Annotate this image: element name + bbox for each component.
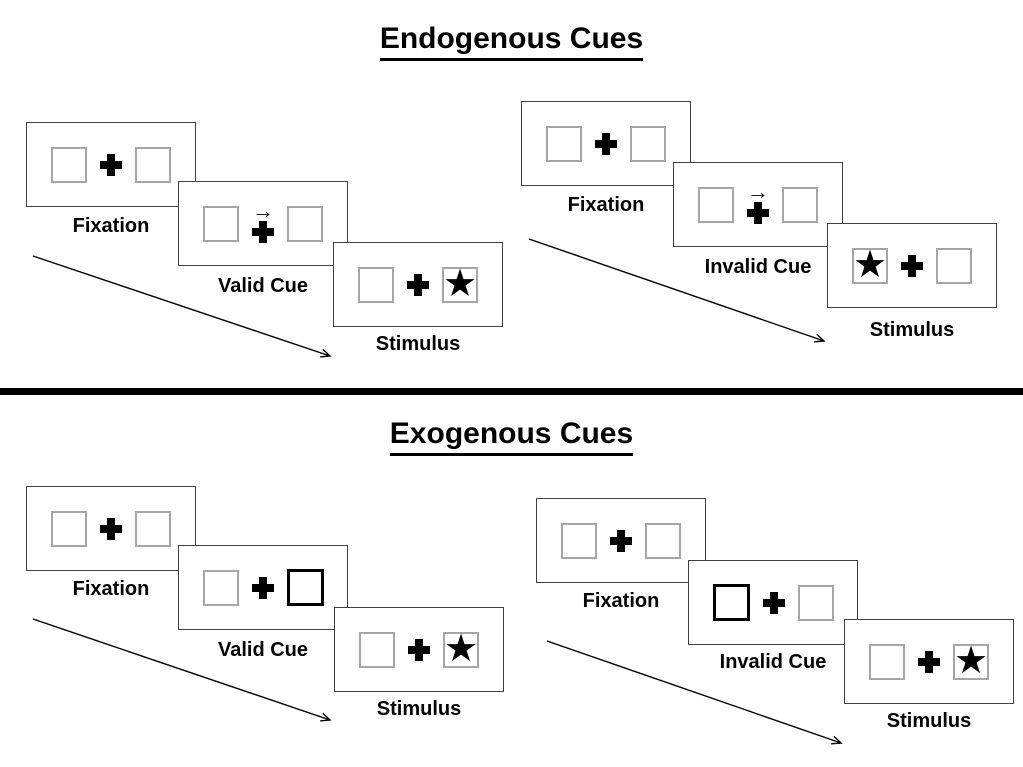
- fixation-card: [26, 486, 196, 571]
- right-box: [782, 186, 818, 223]
- right-box: [135, 146, 171, 183]
- fixation-cross-icon: [407, 273, 429, 296]
- invalid-cue-card: →: [673, 162, 843, 247]
- left-box: [203, 205, 239, 242]
- step-label-invalid-cue: Invalid Cue: [719, 651, 827, 673]
- right-box: [630, 125, 666, 162]
- right-box: [936, 247, 972, 284]
- section-title-endogenous-text: Endogenous Cues: [379, 22, 644, 61]
- time-arrow-exogenous-valid: [32, 618, 332, 722]
- time-arrow-endogenous-invalid: [528, 238, 826, 343]
- step-label-stimulus: Stimulus: [869, 319, 955, 341]
- fixation-cross-icon: [918, 650, 940, 673]
- left-box: [202, 569, 239, 606]
- right-box: [797, 584, 834, 621]
- star-icon: ★: [953, 639, 989, 682]
- step-label-valid-cue: Valid Cue: [217, 275, 309, 297]
- fixation-cross-icon: [901, 254, 923, 277]
- fixation-card: [536, 498, 706, 583]
- fixation-cross-icon: [408, 638, 430, 661]
- right-box-with-star: ★: [443, 627, 479, 670]
- fixation-cross-icon: [762, 591, 785, 614]
- section-title-endogenous: Endogenous Cues: [0, 22, 1023, 61]
- section-divider: [0, 388, 1023, 395]
- step-label-fixation: Fixation: [567, 194, 645, 216]
- right-arrow-icon: →: [747, 179, 769, 204]
- right-box-with-star: ★: [953, 639, 989, 682]
- right-arrow-icon: →: [252, 198, 274, 223]
- left-box: [869, 643, 905, 680]
- left-box: [358, 266, 394, 303]
- stimulus-card: ★: [333, 242, 503, 327]
- step-label-stimulus: Stimulus: [886, 710, 972, 732]
- right-box: [645, 522, 681, 559]
- left-box: [51, 510, 87, 547]
- invalid-cue-card: [688, 560, 858, 645]
- valid-cue-card: →: [178, 181, 348, 266]
- center-cue: →: [252, 198, 274, 243]
- star-icon: ★: [442, 262, 478, 305]
- fixation-cross-icon: [251, 576, 274, 599]
- valid-cue-card: [178, 545, 348, 630]
- step-label-stimulus: Stimulus: [375, 333, 461, 355]
- fixation-cross-icon: [610, 529, 632, 552]
- left-box: [546, 125, 582, 162]
- star-icon: ★: [443, 627, 479, 670]
- step-label-valid-cue: Valid Cue: [217, 639, 309, 661]
- right-box: [287, 205, 323, 242]
- left-box: [359, 631, 395, 668]
- right-box-with-star: ★: [442, 262, 478, 305]
- fixation-card: [26, 122, 196, 207]
- center-cue: →: [747, 179, 769, 224]
- stimulus-card: ★: [844, 619, 1014, 704]
- section-title-exogenous-text: Exogenous Cues: [389, 417, 634, 456]
- left-box: [561, 522, 597, 559]
- fixation-cross-icon: [747, 202, 769, 224]
- fixation-cross-icon: [100, 153, 122, 176]
- step-label-stimulus: Stimulus: [376, 698, 462, 720]
- left-box-with-star: ★: [852, 243, 888, 286]
- star-icon: ★: [852, 243, 888, 286]
- step-label-fixation: Fixation: [72, 215, 150, 237]
- right-box-highlighted-cue: [286, 569, 324, 606]
- fixation-cross-icon: [595, 132, 617, 155]
- stimulus-card: ★: [827, 223, 997, 308]
- right-box: [135, 510, 171, 547]
- left-box: [698, 186, 734, 223]
- step-label-invalid-cue: Invalid Cue: [704, 256, 812, 278]
- step-label-fixation: Fixation: [72, 578, 150, 600]
- stimulus-card: ★: [334, 607, 504, 692]
- fixation-card: [521, 101, 691, 186]
- fixation-cross-icon: [252, 221, 274, 243]
- left-box: [51, 146, 87, 183]
- time-arrow-endogenous-valid: [32, 255, 332, 358]
- fixation-cross-icon: [100, 517, 122, 540]
- step-label-fixation: Fixation: [582, 590, 660, 612]
- left-box-highlighted-cue: [712, 584, 750, 621]
- section-title-exogenous: Exogenous Cues: [0, 417, 1023, 456]
